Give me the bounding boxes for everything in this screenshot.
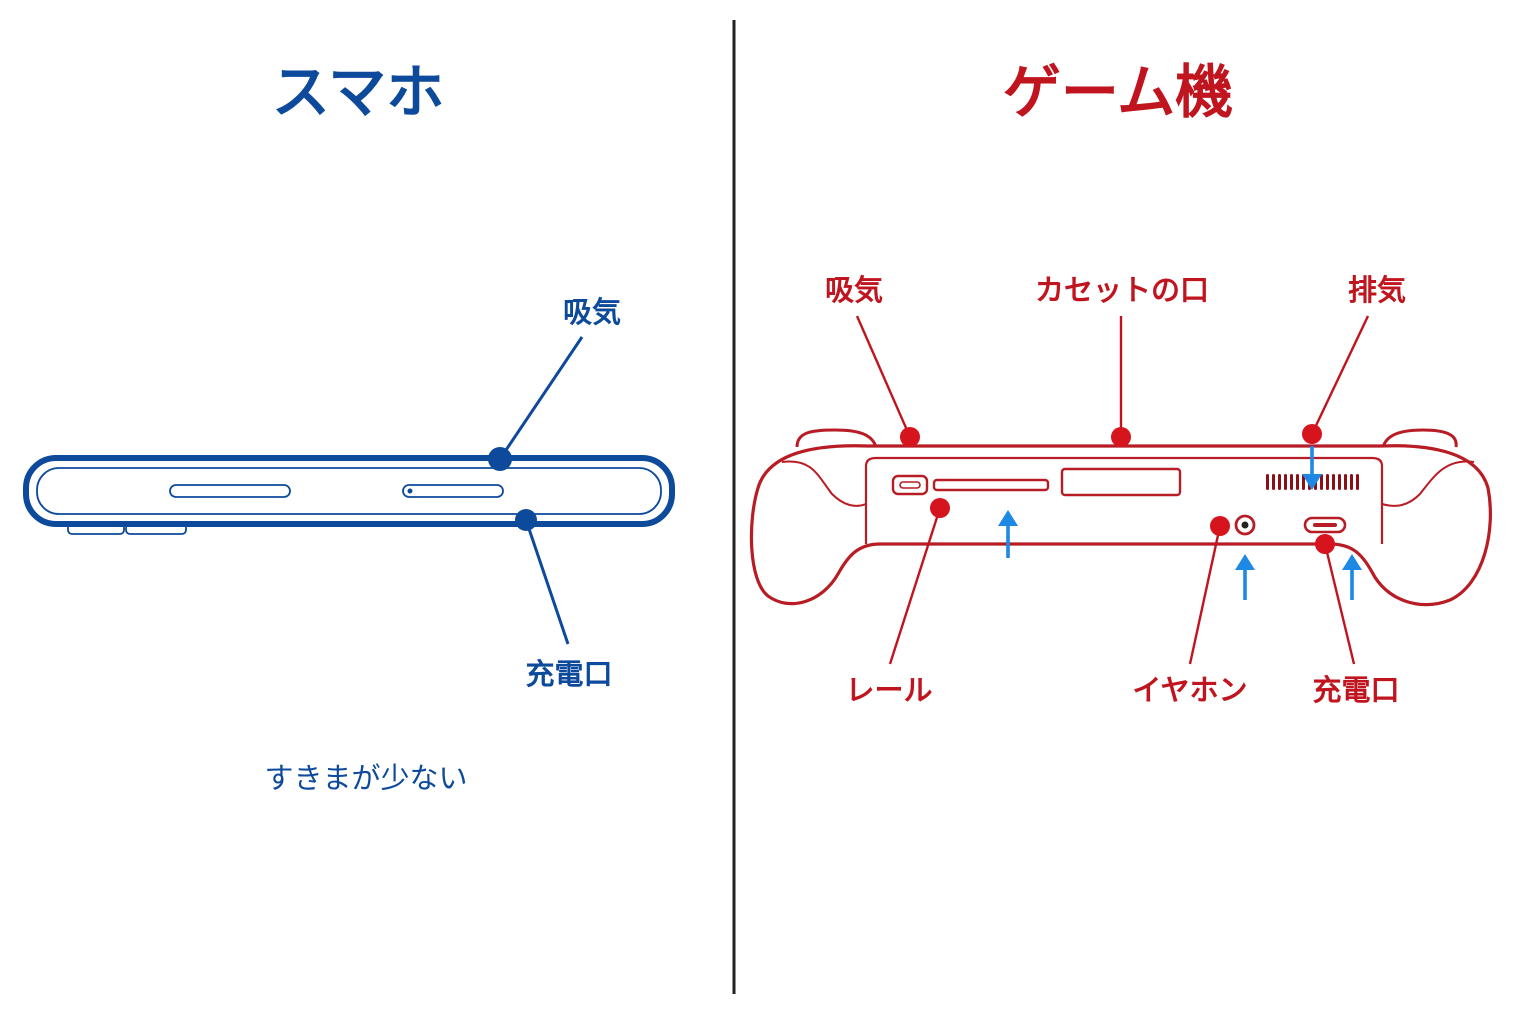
game-cartridge-label: カセットの口	[1035, 273, 1209, 307]
exhaust-vent	[1266, 474, 1359, 490]
rail-slot	[932, 478, 1050, 492]
usb-c-port-inner	[1313, 523, 1337, 527]
phone-body-inner	[36, 467, 662, 515]
game-intake-leader	[855, 315, 912, 438]
right-shoulder-button	[1381, 428, 1458, 448]
phone-title: スマホ	[272, 58, 444, 126]
phone-intake-label: 吸気	[563, 295, 621, 329]
cartridge-slot	[1060, 467, 1182, 497]
power-button	[891, 474, 929, 496]
phone-body-outer	[23, 455, 675, 527]
left-shoulder-button	[795, 428, 878, 448]
phone-gap-note: すきまが少ない	[264, 761, 467, 795]
game-callouts	[855, 315, 1370, 665]
phone-volume-button-2	[125, 523, 187, 535]
game-cartridge-marker	[1111, 427, 1131, 447]
game-exhaust-marker	[1302, 424, 1322, 444]
phone-charge-marker	[515, 509, 537, 531]
right-grip-contour	[1381, 460, 1475, 507]
game-charge-marker	[1315, 534, 1335, 554]
airflow-arrow-up-icon	[1235, 554, 1255, 600]
phone-intake-marker	[488, 447, 512, 471]
phone-sim-pin-hole	[407, 488, 413, 494]
phone-side-button-long	[169, 484, 291, 498]
airflow-arrow-up-icon	[1342, 554, 1362, 600]
phone-intake-leader	[498, 336, 584, 460]
phone-charge-leader	[524, 519, 570, 645]
left-grip-contour	[781, 460, 867, 507]
game-earphone-leader	[1188, 525, 1222, 665]
game-intake-marker	[900, 427, 920, 447]
game-charge-label: 充電口	[1312, 673, 1399, 707]
game-intake-label: 吸気	[825, 273, 883, 307]
airflow-arrow-down-icon	[1302, 446, 1322, 490]
game-callout-markers	[900, 424, 1335, 554]
airflow-arrow-up-icon	[998, 510, 1018, 558]
game-title: ゲーム機	[1003, 58, 1233, 126]
game-earphone-marker	[1210, 516, 1230, 536]
game-exhaust-label: 排気	[1348, 273, 1406, 307]
usb-c-port	[1303, 516, 1347, 534]
game-rail-label: レール	[845, 673, 932, 707]
phone-volume-button-1	[67, 523, 125, 535]
earphone-jack	[1234, 514, 1256, 536]
game-rail-leader	[888, 507, 942, 665]
game-charge-leader	[1323, 543, 1356, 665]
console-top-panel	[864, 456, 1384, 544]
phone-side-view	[23, 455, 675, 535]
game-exhaust-leader	[1310, 315, 1370, 435]
game-earphone-label: イヤホン	[1132, 673, 1247, 707]
phone-sim-tray	[402, 484, 504, 498]
phone-charge-label: 充電口	[525, 657, 612, 691]
game-console-top-view	[749, 428, 1492, 607]
game-rail-marker	[930, 498, 950, 518]
power-button-inner	[899, 481, 921, 489]
earphone-jack-hole	[1241, 521, 1249, 529]
airflow-arrows	[998, 446, 1362, 600]
